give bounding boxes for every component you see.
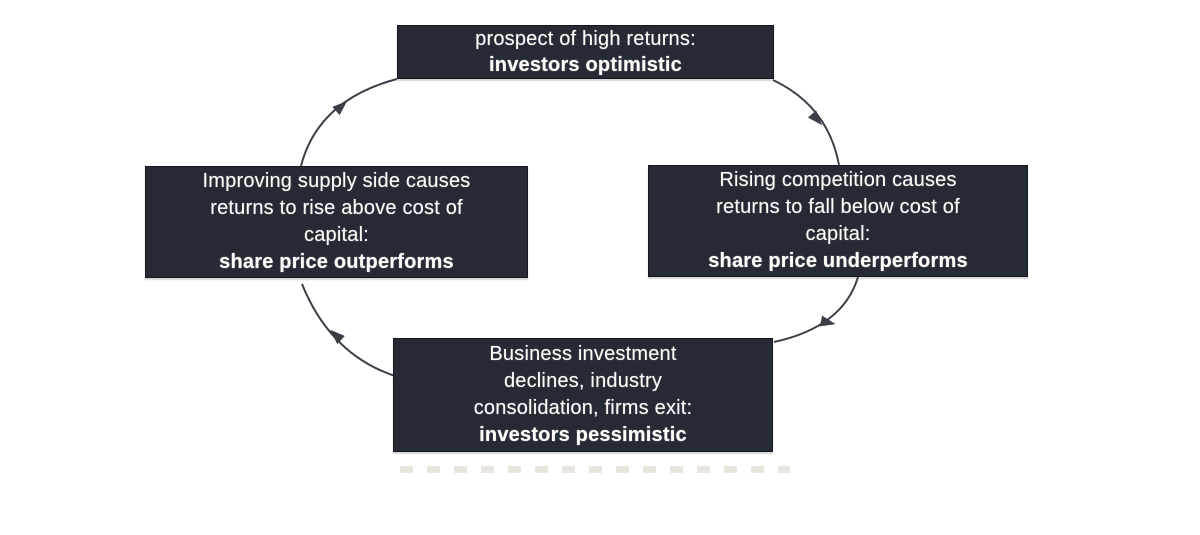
node-line: returns to fall below cost of <box>716 196 960 218</box>
cycle-node-left-outperforms: Improving supply side causes returns to … <box>145 166 528 278</box>
cycle-node-top-optimism: prospect of high returns: investors opti… <box>397 25 774 79</box>
node-line: capital: <box>304 224 369 246</box>
arrow-top-to-right <box>772 79 840 166</box>
node-emphasis: share price outperforms <box>219 251 454 273</box>
cycle-node-right-underperforms: Rising competition causes returns to fal… <box>648 165 1028 277</box>
node-line: Improving supply side causes <box>202 170 471 192</box>
node-line: Rising competition causes <box>719 169 957 191</box>
node-line: prospect of high returns: <box>475 28 696 50</box>
arrow-left-to-top <box>300 78 398 167</box>
node-emphasis: investors pessimistic <box>479 424 687 446</box>
node-emphasis: share price underperforms <box>708 250 968 272</box>
node-line: consolidation, firms exit: <box>473 397 693 419</box>
node-line: returns to rise above cost of <box>210 197 463 219</box>
node-line: Business investment <box>489 343 677 365</box>
node-line: capital: <box>805 223 871 245</box>
arrowhead-east-icon <box>819 315 836 327</box>
node-emphasis: investors optimistic <box>489 54 682 76</box>
arrowhead-southeast-icon <box>807 110 823 126</box>
arrowhead-northeast-icon <box>332 100 348 116</box>
node-line: declines, industry <box>503 370 663 392</box>
arrowhead-northwest-icon <box>330 329 345 344</box>
arrow-right-to-bottom <box>773 276 859 343</box>
arrow-bottom-to-left <box>301 283 399 378</box>
faint-caption-artifact <box>400 466 790 473</box>
cycle-node-bottom-pessimism: Business investment declines, industry c… <box>393 338 773 452</box>
